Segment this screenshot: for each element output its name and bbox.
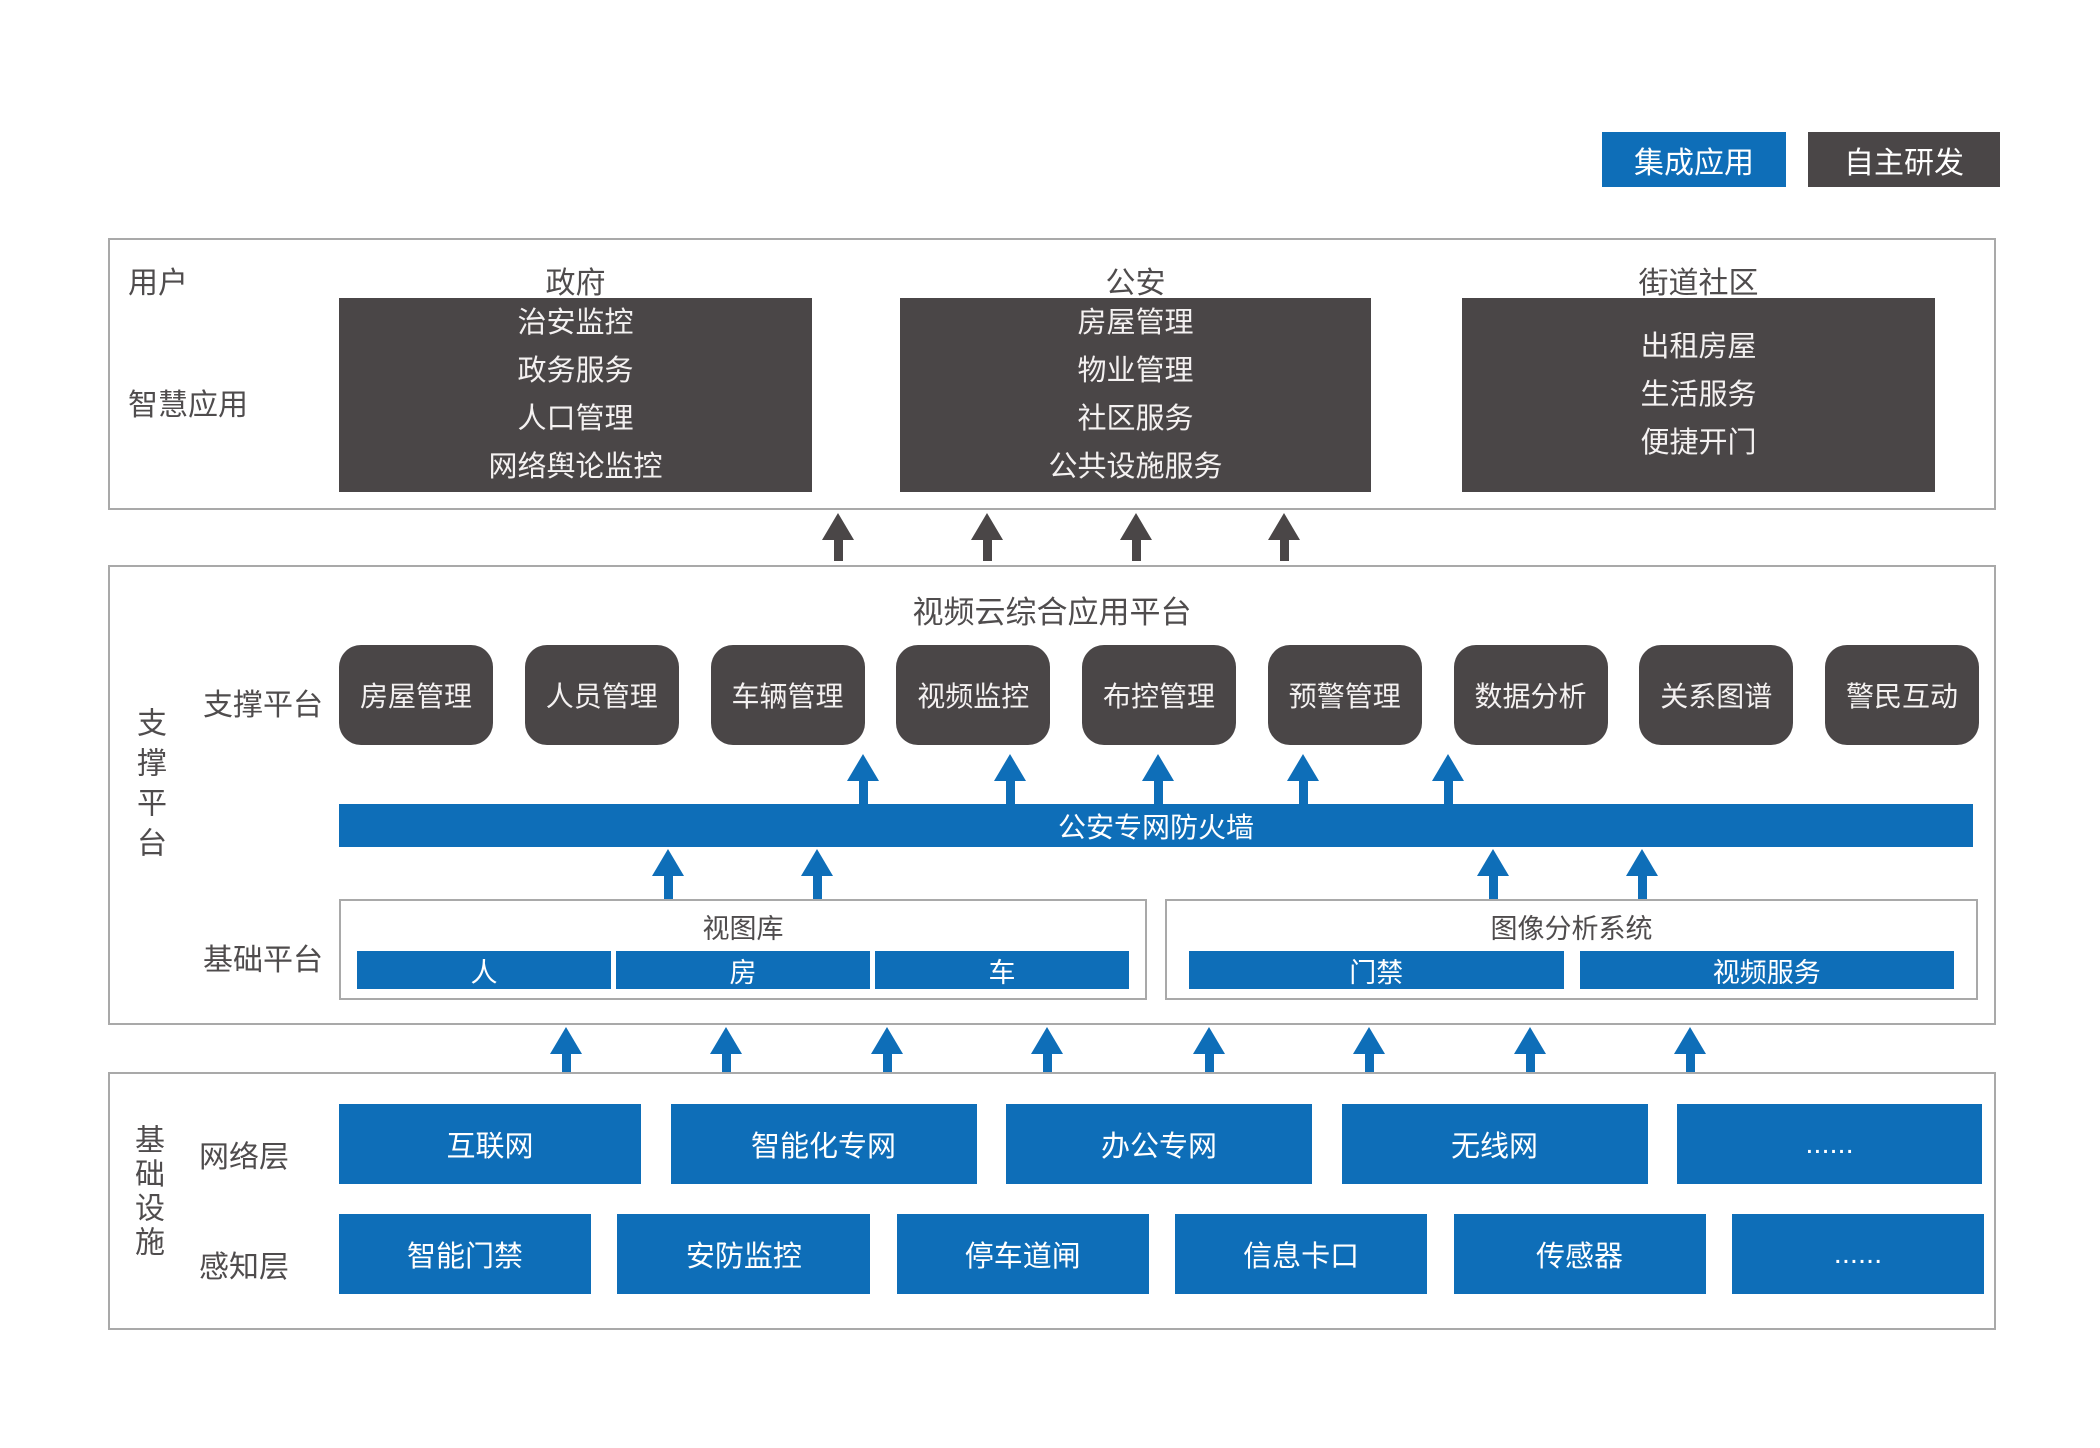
network-internet: 互联网: [339, 1104, 641, 1184]
up-arrow-icon: [1120, 513, 1152, 561]
app-item: 社区服务: [1077, 403, 1194, 435]
bar-access-control: 门禁: [1189, 951, 1564, 989]
up-arrow-icon: [1626, 849, 1658, 899]
up-arrow-icon: [550, 1027, 582, 1074]
up-arrow-icon: [710, 1027, 742, 1074]
up-arrow-icon: [971, 513, 1003, 561]
network-ellipsis: ......: [1677, 1104, 1982, 1184]
government-apps-box: 治安监控 政务服务 人口管理 网络舆论监控: [339, 298, 812, 492]
support-platform-section: 视频云综合应用平台 支撑平台 支撑平台 房屋管理 人员管理 车辆管理 视频监控 …: [108, 565, 1996, 1025]
sensing-security-surveillance: 安防监控: [617, 1214, 871, 1294]
up-arrow-icon: [994, 754, 1026, 805]
base-platform-row-label: 基础平台: [203, 944, 323, 977]
app-item: 治安监控: [517, 307, 634, 339]
app-item: 网络舆论监控: [488, 451, 663, 483]
column-header-street-community: 街道社区: [1638, 267, 1759, 300]
bar-vehicle: 车: [875, 951, 1129, 989]
module-data-analysis: 数据分析: [1453, 645, 1608, 745]
up-arrow-icon: [871, 1027, 903, 1074]
module-video-surveillance: 视频监控: [896, 645, 1051, 745]
legend-integrated-app-badge: 集成应用: [1602, 132, 1786, 187]
column-header-government: 政府: [545, 267, 606, 300]
up-arrow-icon: [1353, 1027, 1385, 1074]
image-analysis-system-box: 图像分析系统 门禁 视频服务: [1165, 899, 1978, 1000]
module-house-management: 房屋管理: [339, 645, 493, 745]
infrastructure-section: 基础设施 网络层 互联网 智能化专网 办公专网 无线网 ...... 感知层 智…: [108, 1072, 1996, 1330]
module-early-warning-management: 预警管理: [1267, 645, 1422, 745]
sensing-parking-barrier: 停车道闸: [896, 1214, 1149, 1294]
up-arrow-icon: [652, 849, 684, 899]
smart-application-row-label: 智慧应用: [128, 389, 248, 422]
sensing-layer-label: 感知层: [199, 1251, 289, 1284]
image-analysis-bars: 门禁 视频服务: [1189, 951, 1954, 989]
bar-video-service: 视频服务: [1579, 951, 1954, 989]
app-item: 公共设施服务: [1048, 451, 1223, 483]
up-arrow-icon: [1031, 1027, 1063, 1074]
bar-person: 人: [357, 951, 611, 989]
up-arrow-icon: [1514, 1027, 1546, 1074]
video-cloud-platform-title: 视频云综合应用平台: [912, 595, 1192, 630]
public-security-apps-box: 房屋管理 物业管理 社区服务 公共设施服务: [900, 298, 1371, 492]
sensing-sensor: 传感器: [1453, 1214, 1706, 1294]
module-police-citizen-interaction: 警民互动: [1825, 645, 1979, 745]
module-personnel-management: 人员管理: [524, 645, 679, 745]
up-arrow-icon: [1477, 849, 1509, 899]
module-control-management: 布控管理: [1082, 645, 1236, 745]
support-modules-row: 房屋管理 人员管理 车辆管理 视频监控 布控管理 预警管理 数据分析 关系图谱 …: [339, 645, 1979, 745]
sensing-layer-row: 智能门禁 安防监控 停车道闸 信息卡口 传感器 ......: [339, 1214, 1984, 1294]
network-layer-row: 互联网 智能化专网 办公专网 无线网 ......: [339, 1104, 1982, 1184]
up-arrow-icon: [847, 754, 879, 805]
up-arrow-icon: [1142, 754, 1174, 805]
infrastructure-side-label: 基础设施: [130, 1124, 163, 1260]
app-item: 出租房屋: [1640, 331, 1757, 363]
support-platform-row-label: 支撑平台: [203, 689, 323, 722]
up-arrow-icon: [1287, 754, 1319, 805]
legend-self-developed-badge: 自主研发: [1808, 132, 2000, 187]
user-application-section: 用户 智慧应用 政府 公安 街道社区 治安监控 政务服务 人口管理 网络舆论监控…: [108, 238, 1996, 510]
sensing-ellipsis: ......: [1731, 1214, 1984, 1294]
network-office-private: 办公专网: [1006, 1104, 1312, 1184]
app-item: 人口管理: [517, 403, 634, 435]
module-vehicle-management: 车辆管理: [710, 645, 865, 745]
app-item: 生活服务: [1640, 379, 1757, 411]
up-arrow-icon: [1268, 513, 1300, 561]
police-network-firewall-bar: 公安专网防火墙: [339, 804, 1973, 847]
column-header-public-security: 公安: [1105, 267, 1166, 300]
module-relationship-graph: 关系图谱: [1639, 645, 1794, 745]
up-arrow-icon: [1193, 1027, 1225, 1074]
app-item: 房屋管理: [1077, 307, 1194, 339]
network-intelligent-private: 智能化专网: [670, 1104, 977, 1184]
bar-house: 房: [616, 951, 870, 989]
up-arrow-icon: [822, 513, 854, 561]
video-image-library-box: 视图库 人 房 车: [339, 899, 1147, 1000]
app-item: 政务服务: [517, 355, 634, 387]
sensing-smart-access-control: 智能门禁: [339, 1214, 591, 1294]
support-platform-side-label: 支撑平台: [132, 707, 165, 867]
up-arrow-icon: [1674, 1027, 1706, 1074]
app-item: 便捷开门: [1640, 427, 1757, 459]
street-community-apps-box: 出租房屋 生活服务 便捷开门: [1462, 298, 1935, 492]
app-item: 物业管理: [1077, 355, 1194, 387]
up-arrow-icon: [1432, 754, 1464, 805]
image-analysis-system-title: 图像分析系统: [1490, 914, 1653, 944]
network-wireless: 无线网: [1341, 1104, 1648, 1184]
user-row-label: 用户: [128, 267, 188, 300]
video-image-library-title: 视图库: [702, 914, 784, 944]
network-layer-label: 网络层: [199, 1141, 289, 1174]
up-arrow-icon: [801, 849, 833, 899]
sensing-info-checkpoint: 信息卡口: [1175, 1214, 1428, 1294]
video-image-library-bars: 人 房 车: [357, 951, 1129, 989]
